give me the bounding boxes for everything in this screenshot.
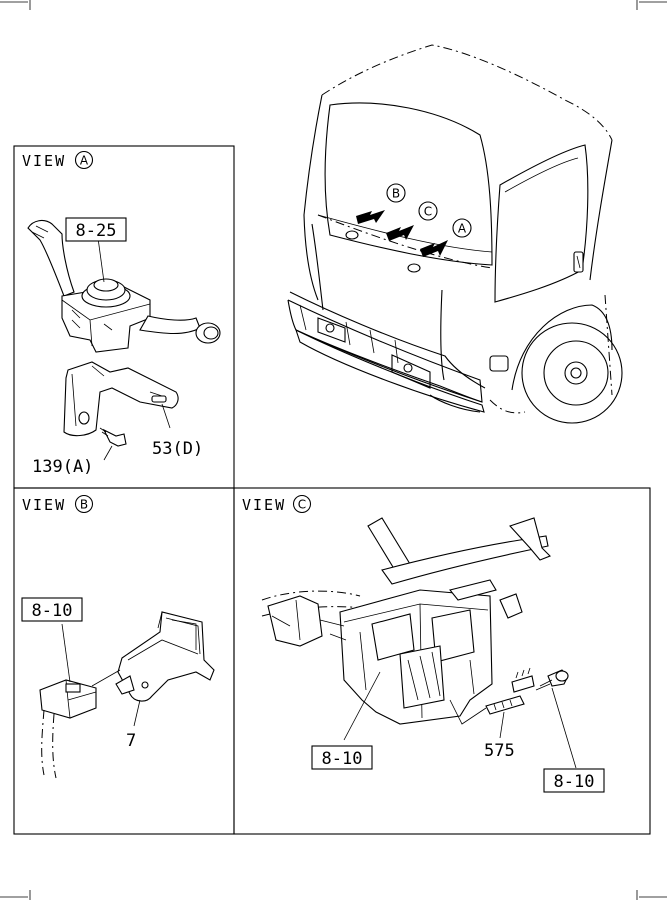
truck-marker-c: C bbox=[418, 201, 438, 221]
svg-text:8-25: 8-25 bbox=[76, 221, 117, 241]
svg-text:VIEW: VIEW bbox=[242, 496, 286, 514]
connector-illustration bbox=[39, 623, 97, 779]
instrument-panel-frame-illustration bbox=[261, 517, 577, 769]
truck-marker-b: B bbox=[386, 183, 406, 203]
part-label-139a: 139(A) bbox=[32, 457, 93, 477]
svg-text:B: B bbox=[80, 498, 88, 512]
svg-text:A: A bbox=[458, 222, 467, 236]
part-label-575: 575 bbox=[484, 741, 515, 761]
truck-marker-a: A bbox=[452, 218, 472, 238]
view-c-panel bbox=[233, 487, 651, 835]
part-label-53d: 53(D) bbox=[152, 439, 203, 459]
callout-c-8-10-right: 8-10 bbox=[543, 768, 605, 793]
svg-text:VIEW: VIEW bbox=[22, 496, 66, 514]
combination-switch-illustration bbox=[27, 219, 221, 353]
svg-text:B: B bbox=[392, 187, 400, 201]
callout-b-8-10: 8-10 bbox=[21, 597, 83, 622]
svg-text:8-10: 8-10 bbox=[322, 749, 363, 769]
view-c-heading: VIEW C bbox=[242, 494, 312, 514]
view-a-heading: VIEW A bbox=[22, 150, 94, 170]
callout-8-25: 8-25 bbox=[65, 217, 127, 242]
truck-cab-illustration bbox=[287, 44, 623, 424]
svg-text:8-10: 8-10 bbox=[554, 772, 595, 792]
bracket-53-illustration bbox=[63, 361, 179, 437]
view-b-heading: VIEW B bbox=[22, 494, 94, 514]
bracket-7-illustration bbox=[91, 611, 215, 727]
callout-c-8-10-left: 8-10 bbox=[311, 745, 373, 770]
part-label-7: 7 bbox=[126, 731, 136, 751]
svg-text:8-10: 8-10 bbox=[32, 601, 73, 621]
svg-text:VIEW: VIEW bbox=[22, 152, 66, 170]
svg-text:A: A bbox=[80, 154, 89, 168]
bolt-139-illustration bbox=[99, 427, 127, 461]
svg-text:C: C bbox=[424, 205, 432, 219]
svg-text:C: C bbox=[298, 498, 306, 512]
